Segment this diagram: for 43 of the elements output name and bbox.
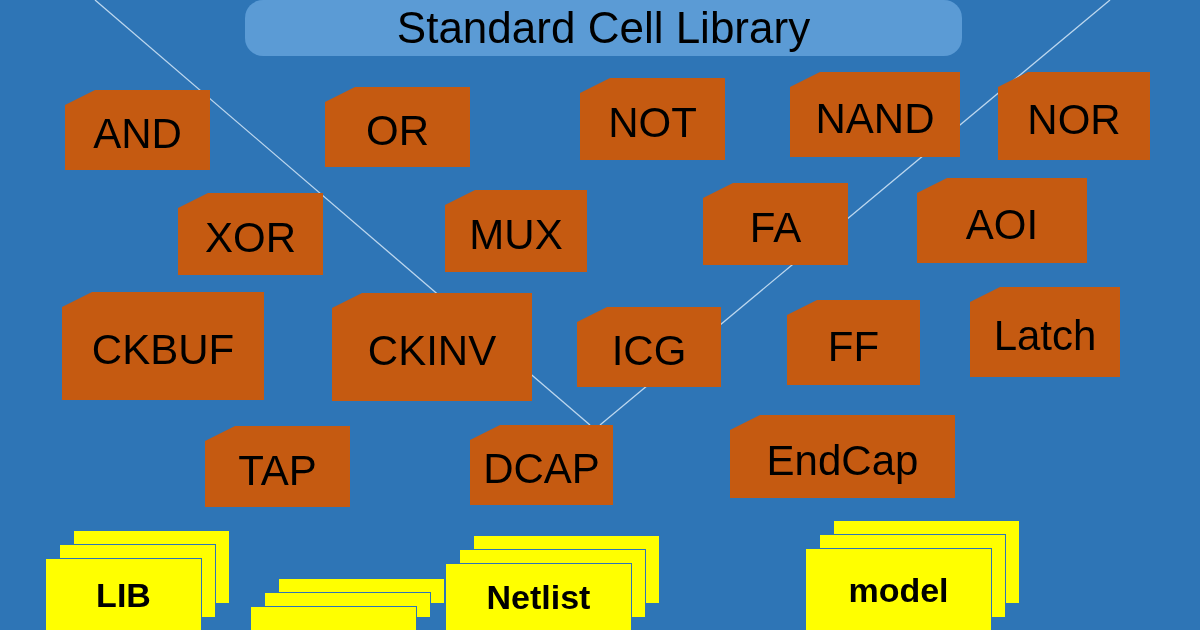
cell-name: XOR [205, 213, 296, 262]
cell-name: FA [749, 203, 802, 252]
cell-card [470, 425, 613, 505]
cell-card [178, 193, 323, 275]
cell-name: AOI [965, 199, 1039, 249]
cell-card [703, 183, 848, 265]
cell-card [917, 178, 1087, 263]
cell-card [998, 72, 1150, 160]
cell-name: NAND [815, 93, 935, 143]
document-stack [445, 535, 660, 628]
cell-name: OR [366, 106, 429, 155]
document-stack [45, 530, 230, 628]
cell-card [332, 293, 532, 401]
cell-name: FF [827, 321, 880, 371]
cell-name: ICG [611, 326, 687, 375]
cell-name: Latch [993, 311, 1097, 360]
cell-name: MUX [469, 210, 563, 259]
document-label: Netlist [486, 578, 591, 617]
title-banner [245, 0, 962, 56]
cell-name: AND [93, 109, 182, 158]
cell-name: CKBUF [91, 325, 235, 374]
cell-card [325, 87, 470, 167]
cell-card [65, 90, 210, 170]
cell-card [577, 307, 721, 387]
document-stack [805, 520, 1020, 628]
cell-name: NOT [608, 98, 697, 147]
cell-card [205, 426, 350, 507]
cell-card [62, 292, 264, 400]
cell-name: NOR [1027, 95, 1121, 144]
document-stack [250, 578, 445, 628]
cell-name: EndCap [766, 435, 919, 485]
document-label: model [848, 570, 949, 610]
cell-name: DCAP [483, 444, 600, 493]
title-text: Standard Cell Library [396, 3, 811, 53]
cell-card [580, 78, 725, 160]
cell-card [445, 190, 587, 272]
document-label: LIB [96, 575, 151, 615]
cell-card [970, 287, 1120, 377]
cell-card [790, 72, 960, 157]
cell-name: CKINV [367, 326, 497, 375]
cell-card [730, 415, 955, 498]
cell-card [787, 300, 920, 385]
cell-name: TAP [238, 445, 317, 495]
